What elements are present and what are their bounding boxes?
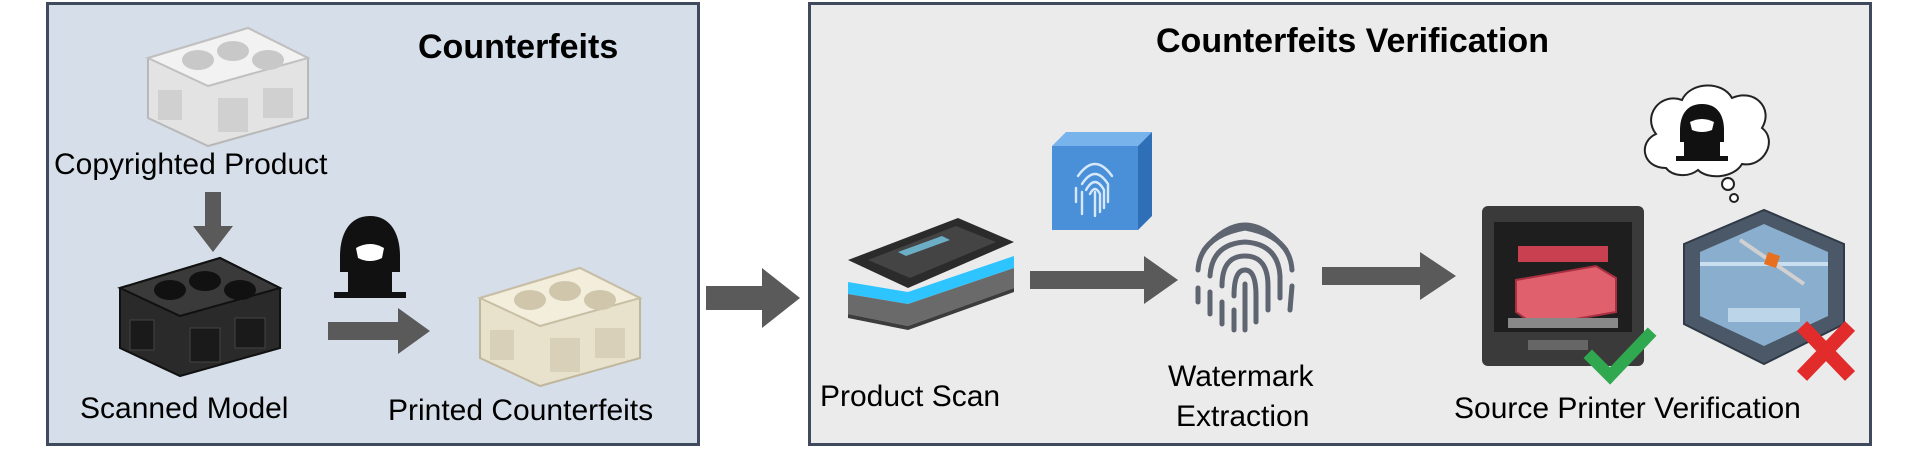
product-scan-label: Product Scan	[820, 380, 1001, 413]
counterfeits-title: Counterfeits	[418, 28, 619, 66]
cross-icon	[1796, 321, 1856, 381]
right-arrow-counterfeit	[328, 308, 430, 354]
copyrighted-engine-icon	[145, 26, 311, 148]
printed-counterfeit-engine-icon	[477, 266, 643, 388]
scanner-icon	[848, 218, 1014, 330]
fingerprint-cube-icon	[1052, 132, 1152, 230]
copyrighted-product-label: Copyrighted Product	[54, 148, 328, 181]
scanned-engine-icon	[117, 256, 283, 378]
center-arrow	[706, 268, 800, 328]
scanned-model-label: Scanned Model	[80, 392, 289, 425]
3d-printer-counterfeit-icon	[1683, 208, 1845, 366]
right-arrow-verification	[1322, 252, 1456, 300]
counterfeits-verification-title: Counterfeits Verification	[1156, 22, 1549, 60]
source-printer-verification-label: Source Printer Verification	[1454, 392, 1801, 425]
watermark-label-line2: Extraction	[1176, 400, 1310, 433]
watermark-label-line1: Watermark	[1168, 360, 1314, 393]
right-arrow-extraction	[1030, 256, 1178, 304]
hacker-icon	[334, 216, 406, 298]
check-icon	[1583, 327, 1657, 385]
3d-printer-genuine-icon	[1482, 206, 1644, 366]
counterfeits-verification-panel	[808, 2, 1872, 446]
printed-counterfeits-label: Printed Counterfeits	[388, 394, 654, 427]
thought-cloud-icon	[1643, 84, 1770, 203]
down-arrow	[193, 192, 233, 252]
fingerprint-icon	[1195, 222, 1295, 333]
